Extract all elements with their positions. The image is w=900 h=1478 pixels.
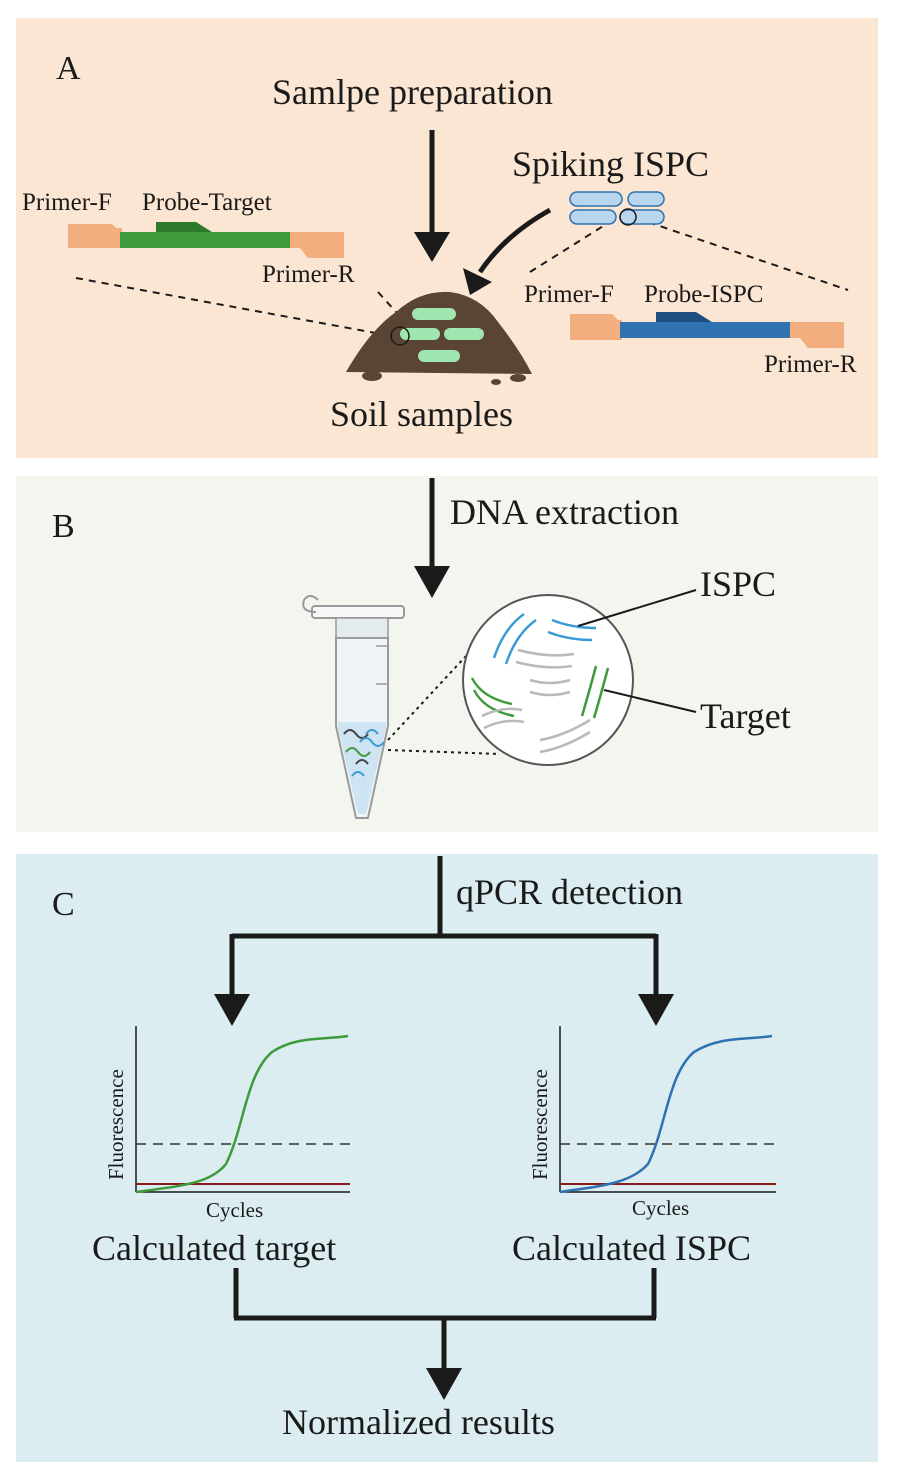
bacteria-cell-icon (412, 308, 456, 320)
target-primer-f-label: Primer-F (22, 189, 112, 216)
bacteria-cell-icon (418, 350, 460, 362)
bacteria-cell-icon (619, 209, 665, 225)
normalized-results-label: Normalized results (282, 1402, 555, 1442)
bacteria-cell-icon (569, 209, 617, 225)
arrow-down-icon (414, 232, 450, 262)
primer-f-segment (68, 228, 122, 248)
panel-a-title: Samlpe preparation (272, 72, 553, 112)
qpcr-chart-target (135, 1026, 350, 1194)
panel-letter-b: B (52, 508, 75, 545)
target-gene-construct (68, 222, 344, 258)
soil-samples-label: Soil samples (330, 394, 514, 434)
arrow-down-icon (414, 566, 450, 598)
target-zoom-label: Target (700, 696, 791, 736)
panel-letter-a: A (56, 50, 81, 87)
primer-f-segment (570, 320, 622, 340)
bacteria-cell-icon (444, 328, 484, 340)
probe-target-segment (156, 222, 212, 232)
panel-c-title: qPCR detection (456, 872, 683, 912)
bacteria-cell-icon (627, 191, 665, 207)
target-gene-body (120, 232, 292, 248)
arrow-down-icon (638, 994, 674, 1026)
arrow-down-icon (426, 1368, 462, 1400)
magnifier-circle-icon (619, 208, 637, 226)
right-chart-x-label: Cycles (632, 1196, 690, 1220)
right-chart-y-label: Fluorescence (528, 1069, 552, 1180)
microtube-icon (302, 595, 405, 819)
bacteria-cell-icon (569, 191, 623, 207)
panel-b-title: DNA extraction (450, 492, 679, 532)
magnifier-circle-icon (390, 326, 410, 346)
ispc-probe-label: Probe-ISPC (644, 281, 764, 308)
amplification-curve (559, 1034, 773, 1194)
dna-strand-icon (470, 612, 610, 754)
primer-r-segment (290, 232, 344, 248)
primer-r-segment (790, 322, 844, 338)
ispc-bacteria-group (569, 191, 665, 226)
main-flow-arrow-a (414, 130, 450, 262)
ispc-gene-construct (570, 312, 844, 348)
zoom-lines-a (75, 217, 849, 337)
ispc-primer-r-label: Primer-R (764, 352, 857, 377)
qpcr-split-arrows (229, 856, 659, 998)
spiking-ispc-label: Spiking ISPC (512, 144, 710, 184)
target-primer-r-label: Primer-R (262, 261, 355, 288)
ispc-primer-f-label: Primer-F (524, 281, 614, 308)
target-probe-label: Probe-Target (142, 189, 272, 216)
merge-arrows (233, 1268, 657, 1372)
arrow-down-icon (214, 994, 250, 1026)
zoom-lines-b (387, 655, 501, 755)
right-chart-caption: Calculated ISPC (512, 1228, 751, 1268)
panel-c-qpcr-detection (16, 854, 878, 1462)
panel-b-dna-extraction (16, 476, 878, 832)
soil-pile-icon (346, 291, 532, 385)
qpcr-chart-ispc (559, 1026, 776, 1194)
left-chart-y-label: Fluorescence (104, 1069, 128, 1180)
left-chart-caption: Calculated target (92, 1228, 337, 1268)
ispc-zoom-label: ISPC (700, 564, 777, 604)
main-flow-arrow-b (414, 478, 450, 598)
amplification-curve (135, 1034, 349, 1194)
dna-zoom-circle (462, 589, 697, 766)
probe-ispc-segment (656, 312, 712, 322)
left-chart-x-label: Cycles (206, 1198, 264, 1222)
spiking-arrow (463, 207, 552, 295)
ispc-gene-body (620, 322, 792, 338)
bacteria-cell-icon (400, 328, 440, 340)
panel-letter-c: C (52, 886, 75, 923)
arrow-down-icon (463, 268, 492, 295)
